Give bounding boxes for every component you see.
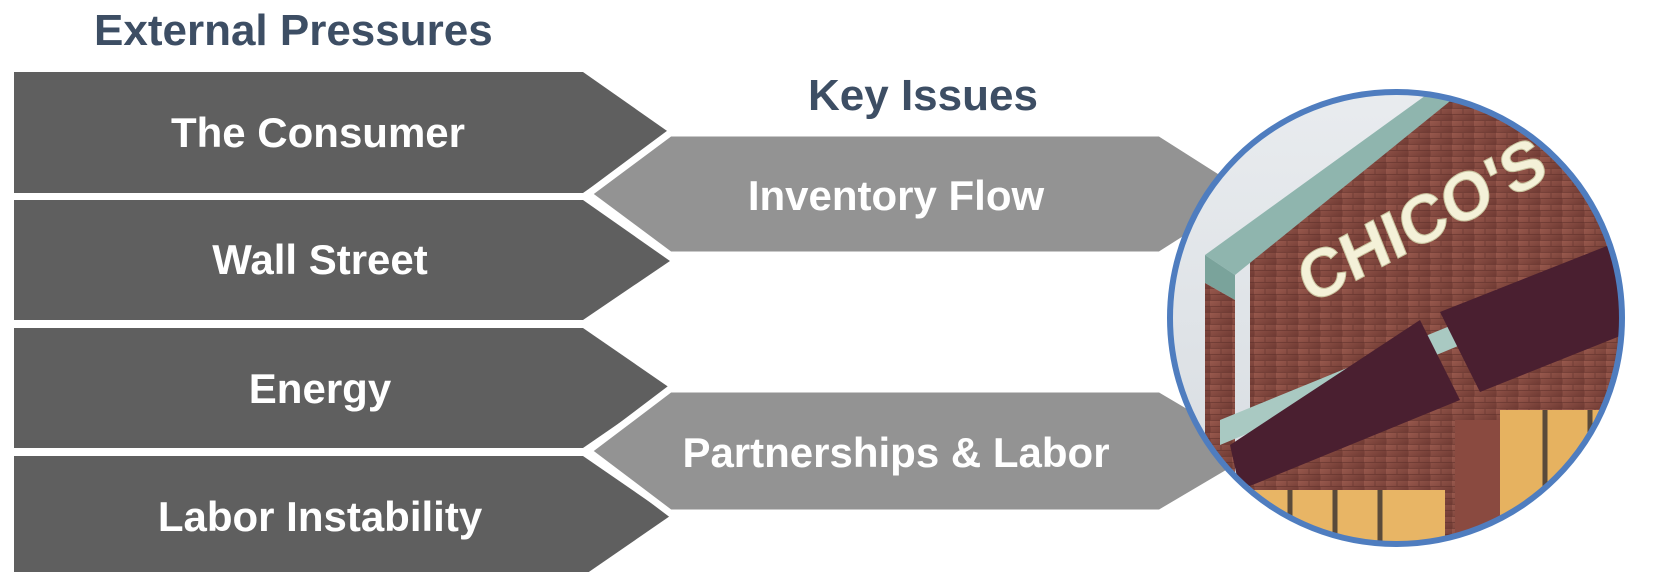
issue-label-inventory-flow: Inventory Flow bbox=[748, 172, 1045, 219]
key-issues-heading: Key Issues bbox=[808, 71, 1038, 120]
external-pressures-heading: External Pressures bbox=[94, 6, 493, 55]
issue-label-partnerships-labor: Partnerships & Labor bbox=[682, 429, 1109, 476]
photo-border bbox=[1167, 89, 1625, 547]
issue-item-partnerships-labor: Partnerships & Labor bbox=[582, 385, 1272, 517]
pressure-label-wall-street: Wall Street bbox=[212, 236, 428, 283]
external-pressures-group: The Consumer Wall Street Energy Labor In… bbox=[14, 72, 670, 572]
key-issues-group: Inventory Flow Partnerships & Labor bbox=[582, 129, 1272, 517]
issue-item-inventory-flow: Inventory Flow bbox=[582, 129, 1263, 259]
pressure-item-wall-street: Wall Street bbox=[14, 200, 670, 320]
pressure-item-consumer: The Consumer bbox=[14, 72, 670, 193]
pressure-label-labor-instability: Labor Instability bbox=[158, 493, 483, 540]
pressure-item-labor-instability: Labor Instability bbox=[14, 456, 670, 572]
store-photo: CHICO'S bbox=[1167, 89, 1625, 547]
pressure-label-energy: Energy bbox=[249, 365, 392, 412]
pressure-label-consumer: The Consumer bbox=[171, 109, 465, 156]
pressure-item-energy: Energy bbox=[14, 328, 670, 448]
